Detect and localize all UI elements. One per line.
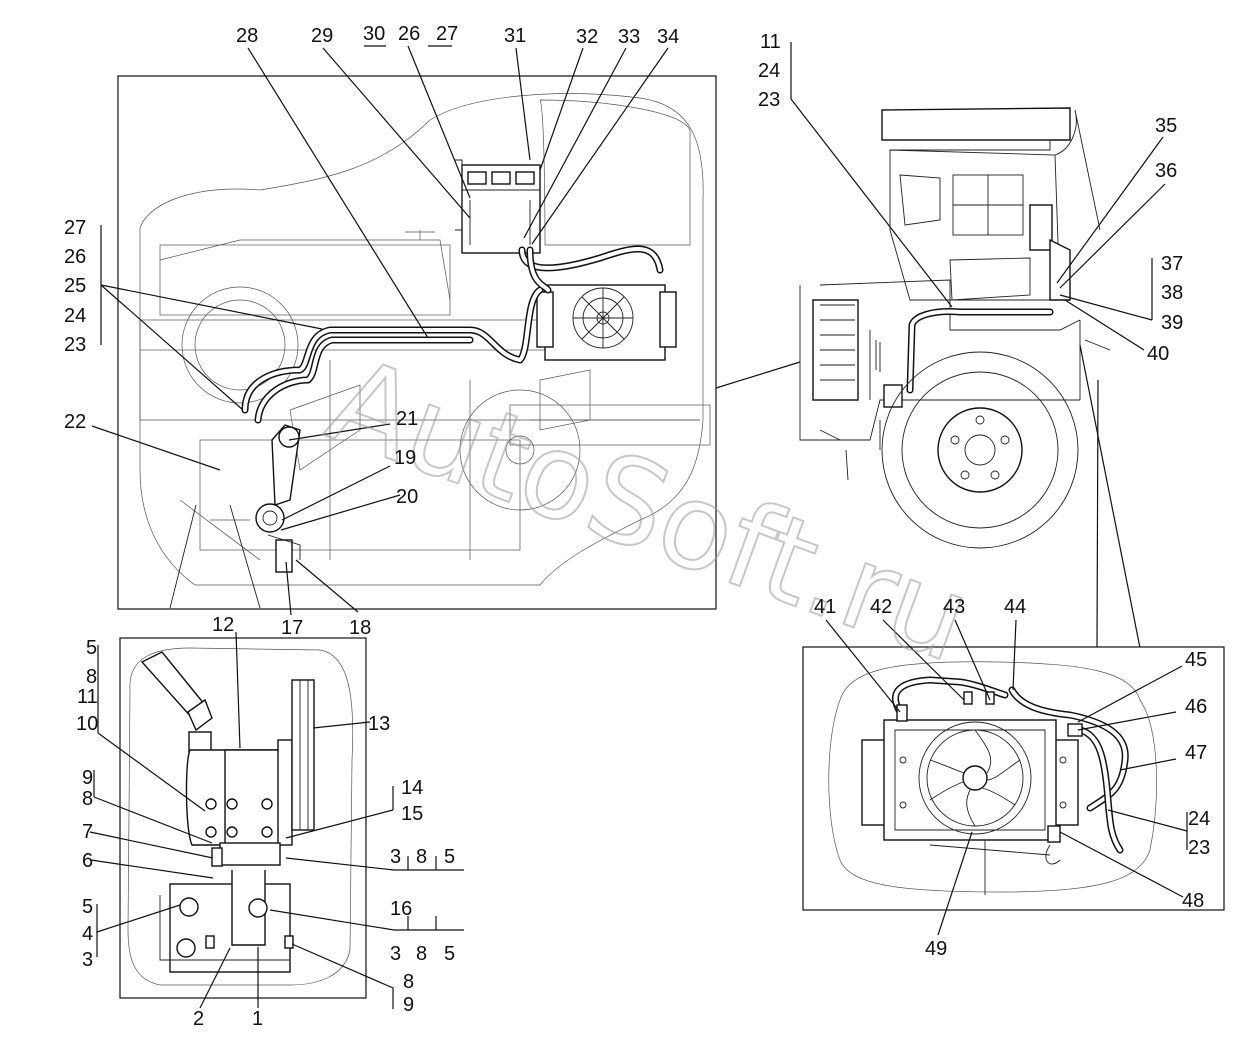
callout-27: 27 <box>436 23 458 45</box>
callout-36: 36 <box>1155 160 1177 182</box>
callout-26b: 26 <box>64 246 86 268</box>
callout-41: 41 <box>814 596 836 618</box>
callout-11b: 11 <box>77 686 98 708</box>
callout-8: 8 <box>86 666 97 688</box>
callout-30: 30 <box>363 23 385 45</box>
callout-20: 20 <box>396 486 418 508</box>
callout-23c: 23 <box>1188 837 1210 859</box>
callout-32: 32 <box>576 26 598 48</box>
callout-3c: 3 <box>390 943 401 965</box>
callout-45: 45 <box>1185 649 1207 671</box>
callout-10: 10 <box>76 713 98 735</box>
callout-18: 18 <box>349 617 371 639</box>
callout-25: 25 <box>64 275 86 297</box>
callout-1: 1 <box>252 1008 263 1030</box>
pump-detail-leaders <box>89 631 464 1009</box>
tractor-leaders <box>715 42 1166 649</box>
callout-23b: 23 <box>64 334 86 356</box>
radiator-unit <box>536 284 677 361</box>
callout-28: 28 <box>236 25 258 47</box>
callout-3: 3 <box>390 846 401 868</box>
callout-40: 40 <box>1147 343 1169 365</box>
callout-31: 31 <box>504 25 526 47</box>
main-hoses <box>241 245 664 424</box>
heater-unit <box>455 159 541 254</box>
callout-16: 16 <box>390 898 412 920</box>
callout-5c: 5 <box>82 896 93 918</box>
callout-8c: 8 <box>416 846 427 868</box>
callout-14: 14 <box>401 777 423 799</box>
tractor-view <box>799 107 1111 549</box>
callout-24: 24 <box>758 60 780 82</box>
callout-29: 29 <box>311 25 333 47</box>
callout-11: 11 <box>760 31 781 53</box>
callout-8b: 8 <box>82 788 93 810</box>
callout-19: 19 <box>394 447 416 469</box>
engine-structure <box>139 99 711 561</box>
callout-39: 39 <box>1161 312 1183 334</box>
callout-48: 48 <box>1182 890 1204 912</box>
radiator-detail-view <box>802 646 1225 911</box>
callout-13: 13 <box>368 713 390 735</box>
pump-detail-view <box>119 637 367 999</box>
callout-37: 37 <box>1161 253 1183 275</box>
main-view <box>117 75 717 610</box>
main-view-outline <box>139 93 704 586</box>
callout-17: 17 <box>281 617 303 639</box>
callout-5b: 5 <box>444 846 455 868</box>
callout-labels: 28 29 30 26 27 31 32 33 34 11 24 23 35 3… <box>64 23 1210 1030</box>
callout-8e: 8 <box>403 971 414 993</box>
callout-6: 6 <box>82 850 93 872</box>
callout-34: 34 <box>657 26 679 48</box>
callout-3b: 3 <box>82 949 93 971</box>
callout-5d: 5 <box>444 943 455 965</box>
callout-35: 35 <box>1155 115 1177 137</box>
callout-23: 23 <box>758 89 780 111</box>
callout-24c: 24 <box>1188 808 1210 830</box>
callout-26: 26 <box>398 23 420 45</box>
callout-42: 42 <box>870 596 892 618</box>
callout-8d: 8 <box>416 943 427 965</box>
callout-15: 15 <box>401 803 423 825</box>
callout-4: 4 <box>82 923 93 945</box>
callout-33: 33 <box>618 26 640 48</box>
callout-22: 22 <box>64 411 86 433</box>
callout-9: 9 <box>82 767 93 789</box>
radiator-detail-leaders <box>825 619 1188 936</box>
pump-assembly <box>255 424 301 573</box>
callout-24b: 24 <box>64 305 86 327</box>
radiator-body <box>544 284 666 361</box>
callout-21: 21 <box>396 408 418 430</box>
callout-12: 12 <box>212 614 234 636</box>
callout-49: 49 <box>925 938 947 960</box>
main-leaders <box>91 45 669 616</box>
callout-46: 46 <box>1185 696 1207 718</box>
callout-2: 2 <box>193 1008 204 1030</box>
callout-5: 5 <box>86 637 97 659</box>
callout-7: 7 <box>82 821 93 843</box>
callout-43: 43 <box>943 596 965 618</box>
callout-27b: 27 <box>64 217 86 239</box>
callout-44: 44 <box>1004 596 1026 618</box>
callout-38: 38 <box>1161 282 1183 304</box>
callout-9b: 9 <box>403 994 414 1016</box>
callout-47: 47 <box>1185 742 1207 764</box>
